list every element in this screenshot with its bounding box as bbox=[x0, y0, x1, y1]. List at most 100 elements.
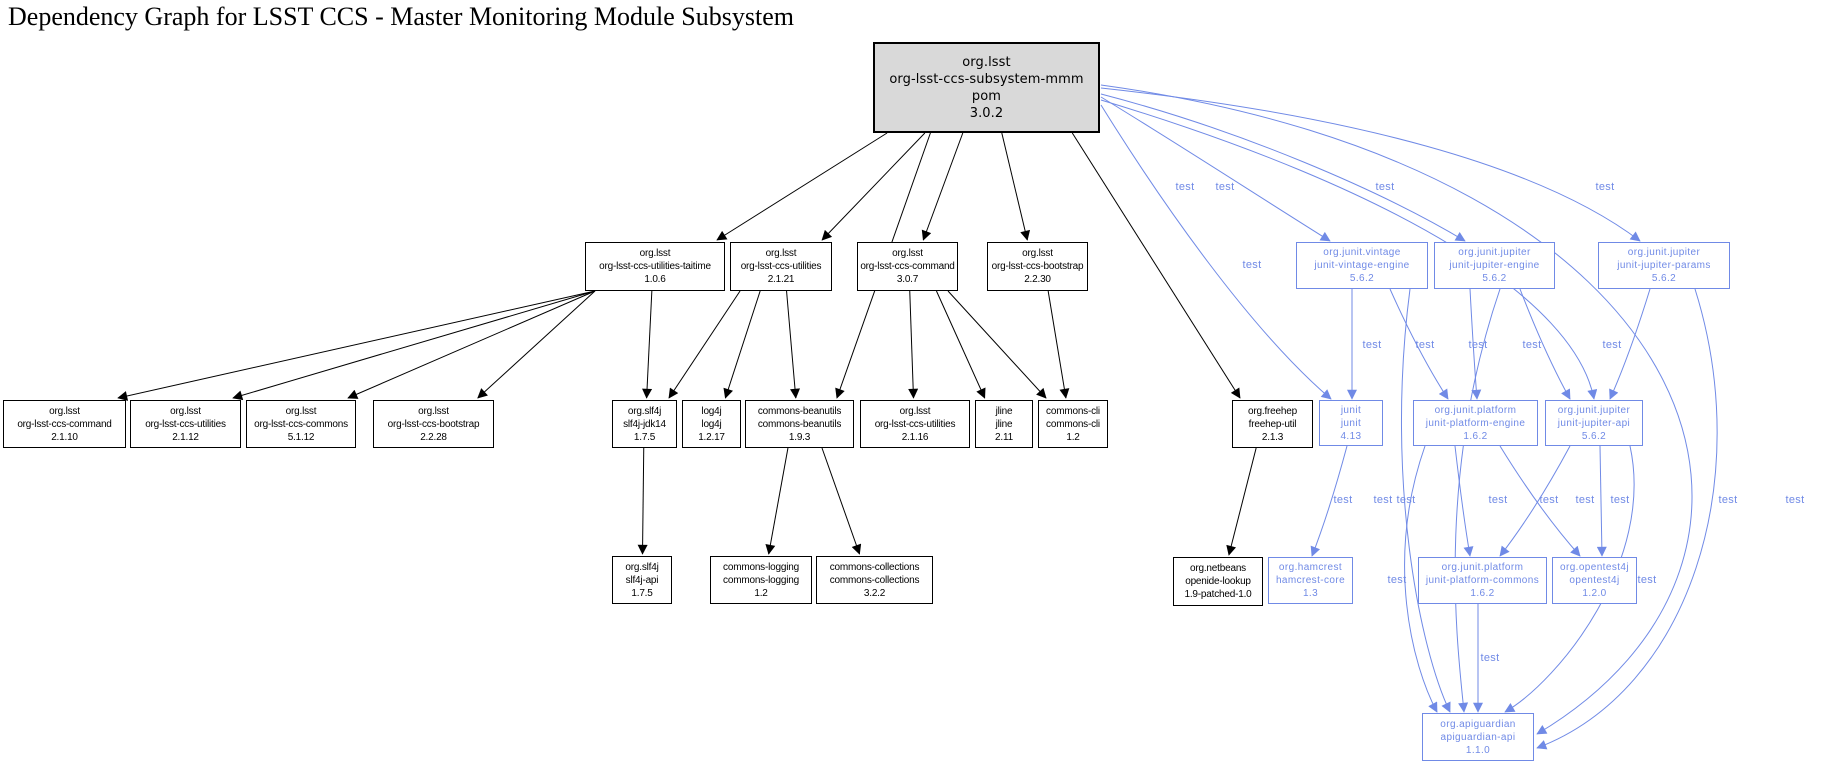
node-label: 2.1.12 bbox=[172, 431, 199, 443]
edge-jup_engine-apiguardian bbox=[1454, 288, 1501, 713]
node-label: org.lsst bbox=[49, 405, 80, 417]
node-label: org.hamcrest bbox=[1278, 562, 1343, 573]
node-label: 1.0.6 bbox=[644, 274, 666, 285]
edge-label-test: test bbox=[1602, 339, 1622, 351]
node-label: 2.1.10 bbox=[51, 431, 78, 443]
node-label: commons-logging bbox=[723, 561, 799, 573]
node-label: openide-lookup bbox=[1185, 576, 1251, 587]
node-label: org.lsst bbox=[418, 405, 449, 417]
edge-label-test: test bbox=[1396, 494, 1416, 506]
edge-jup_api-opentest4j bbox=[1596, 445, 1607, 557]
node-label: freehep-util bbox=[1248, 418, 1297, 430]
node-label: 1.7.5 bbox=[631, 587, 653, 599]
node-label: jline bbox=[995, 418, 1013, 430]
edge-jup_engine-plat_engine bbox=[1469, 288, 1482, 400]
edge-root-apiguardian bbox=[1100, 84, 1693, 735]
edge-plat_engine-plat_commons bbox=[1454, 445, 1474, 557]
node-label: commons-logging bbox=[723, 574, 799, 586]
node-label: org.junit.jupiter bbox=[1458, 247, 1531, 258]
node-label: 3.0.7 bbox=[896, 274, 919, 285]
node-label: 3.0.2 bbox=[969, 105, 1004, 121]
node-label: org.freehep bbox=[1248, 405, 1297, 417]
page-title: Dependency Graph for LSST CCS - Master M… bbox=[8, 2, 794, 31]
edge-jup_engine-jup_api bbox=[1519, 288, 1571, 400]
node-label: org.lsst bbox=[285, 405, 317, 417]
edge-root-junit413 bbox=[1100, 104, 1332, 400]
edge-boot2230-commonscli bbox=[1047, 290, 1070, 399]
node-label: org.lsst bbox=[892, 248, 923, 259]
edge-label-test: test bbox=[1522, 339, 1542, 351]
edge-label-test: test bbox=[1488, 494, 1508, 506]
node-label: commons-collections bbox=[829, 561, 920, 573]
node-label: org.lsst bbox=[962, 54, 1011, 70]
node-label: 1.1.0 bbox=[1465, 744, 1491, 756]
node-label: junit-vintage-engine bbox=[1314, 260, 1410, 271]
node-label: 5.1.12 bbox=[287, 431, 315, 443]
node-label: slf4j-api bbox=[625, 574, 659, 586]
node-label: org-lsst-ccs-utilities bbox=[145, 418, 226, 430]
node-label: org.junit.platform bbox=[1434, 404, 1517, 416]
edge-taitime-slf4j_jdk14 bbox=[642, 290, 653, 399]
edge-label-test: test bbox=[1373, 494, 1393, 506]
node-label: org.junit.jupiter bbox=[1557, 404, 1631, 416]
node-label: hamcrest-core bbox=[1275, 575, 1346, 586]
node-label: 2.11 bbox=[995, 431, 1013, 443]
edge-label-test: test bbox=[1575, 494, 1595, 506]
node-label: commons-collections bbox=[829, 574, 920, 586]
edge-root-cmd307 bbox=[921, 132, 964, 241]
node-label: 3.2.2 bbox=[863, 587, 886, 599]
edge-junit413-hamcrest bbox=[1310, 445, 1348, 557]
node-label: org-lsst-ccs-commons bbox=[254, 418, 348, 430]
node-label: 1.2.17 bbox=[698, 431, 725, 443]
edge-label-test: test bbox=[1175, 181, 1195, 193]
edge-taitime-boot2228 bbox=[477, 290, 596, 399]
node-label: opentest4j bbox=[1569, 575, 1620, 586]
edge-vintage-apiguardian bbox=[1400, 288, 1451, 713]
node-label: 2.1.3 bbox=[1261, 431, 1284, 443]
edge-label-test: test bbox=[1595, 181, 1615, 193]
node-label: org.lsst bbox=[170, 405, 201, 417]
edge-label-test: test bbox=[1415, 339, 1435, 351]
node-label: junit-jupiter-engine bbox=[1449, 260, 1540, 271]
node-label: 1.6.2 bbox=[1463, 430, 1488, 442]
node-label: 2.1.21 bbox=[767, 274, 795, 285]
edge-root-boot2230 bbox=[1001, 132, 1031, 241]
node-label: junit bbox=[1340, 417, 1362, 429]
node-label: org-lsst-ccs-subsystem-mmm bbox=[889, 71, 1084, 87]
node-label: org.slf4j bbox=[627, 405, 662, 417]
edge-root-taitime bbox=[716, 132, 888, 241]
node-label: 1.7.5 bbox=[633, 431, 656, 443]
node-label: apiguardian-api bbox=[1440, 731, 1516, 743]
edge-label-test: test bbox=[1637, 574, 1657, 586]
node-label: org.junit.platform bbox=[1441, 562, 1524, 573]
node-label: junit-jupiter-api bbox=[1557, 417, 1631, 429]
node-label: 2.1.16 bbox=[901, 431, 929, 443]
node-label: junit-platform-commons bbox=[1425, 575, 1540, 586]
edge-root-vintage bbox=[1100, 96, 1331, 242]
node-label: org.junit.vintage bbox=[1323, 247, 1401, 258]
node-label: 1.2 bbox=[754, 587, 768, 599]
edge-util2121-slf4j_jdk14 bbox=[668, 290, 741, 399]
edge-root-jup_params bbox=[1100, 87, 1641, 242]
node-label: 5.6.2 bbox=[1581, 430, 1607, 442]
node-label: org.opentest4j bbox=[1560, 562, 1629, 573]
